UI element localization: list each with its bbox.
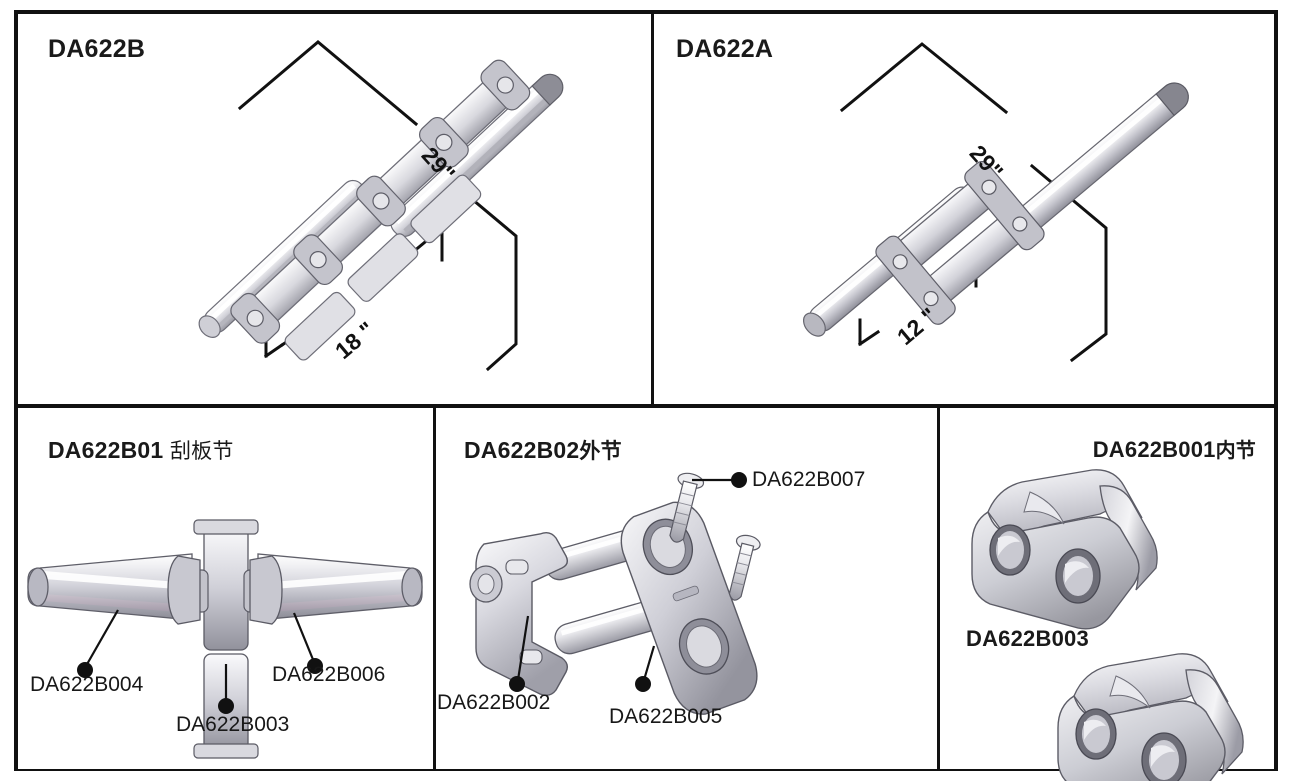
divider-vertical-bottom-right	[937, 406, 940, 769]
panel-bottom-left-title: DA622B01 刮板节	[48, 435, 234, 465]
panel-top-right-title: DA622A	[676, 35, 773, 64]
panel-top-right: DA622A	[654, 14, 1274, 404]
leader-lines	[516, 478, 732, 681]
callout-label-da622b004: DA622B004	[30, 673, 144, 696]
chain-strand	[230, 59, 531, 361]
panel-bottom-right: DA622B001内节 DA622B003	[940, 408, 1274, 781]
panel-top-right-code: DA622A	[676, 35, 774, 63]
panel-bottom-right-second-code: DA622B003	[966, 626, 1089, 651]
outer-link-exploded-icon	[469, 472, 761, 715]
frame-border-right	[1274, 10, 1278, 771]
inner-link-top-body	[971, 469, 1158, 630]
frame-border-bottom	[14, 767, 1278, 771]
callout-label-da622b006: DA622B006	[272, 663, 386, 686]
panel-top-left-title: DA622B	[48, 35, 145, 64]
panel-bottom-left-code: DA622B01	[48, 437, 164, 463]
chain-scraper-assembly-icon: x	[198, 40, 564, 372]
panel-bottom-left: DA622B01 刮板节	[18, 408, 433, 769]
panel-bottom-middle: DA622B02外节	[436, 408, 937, 769]
chain-hub	[875, 161, 1045, 325]
panel-bottom-right-cn: 内节	[1215, 440, 1256, 462]
inner-link-bottom-body	[1057, 653, 1244, 781]
panel-bottom-middle-code: DA622B02	[464, 437, 580, 463]
outer-link-screw-1	[669, 472, 705, 543]
callout-label-da622b003: DA622B003	[176, 713, 290, 736]
panel-bottom-right-second-title: DA622B003	[966, 626, 1089, 652]
panel-bottom-left-cn: 刮板节	[169, 440, 234, 463]
leader-dots	[509, 472, 747, 692]
flight-bar-right-wing	[257, 553, 423, 621]
panel-bottom-right-code: DA622B001	[1092, 437, 1216, 462]
panel-bottom-middle-title: DA622B02外节	[464, 435, 622, 465]
callout-label-da622b007: DA622B007	[752, 468, 866, 491]
scraper-flight-bar-icon	[27, 519, 423, 759]
panel-bottom-right-title: DA622B001内节	[1093, 434, 1256, 463]
frame-border-left	[14, 10, 18, 771]
panel-top-left: DA622B	[18, 14, 651, 404]
chain-shaft-assembly-icon	[802, 42, 1189, 363]
flight-bar-left-wing	[27, 553, 193, 621]
divider-horizontal-main	[14, 404, 1278, 408]
frame-border-top	[14, 10, 1278, 14]
dimension-bracket-29	[237, 40, 518, 372]
divider-vertical-top	[651, 12, 654, 406]
panel-top-left-code: DA622B	[48, 35, 146, 63]
outer-link-screw-2	[728, 534, 761, 601]
inner-link-icon	[971, 469, 1244, 781]
panel-bottom-middle-cn: 外节	[579, 440, 622, 463]
leader-lines	[85, 609, 316, 702]
divider-vertical-bottom-left	[433, 406, 436, 769]
callout-label-da622b002: DA622B002	[437, 691, 551, 714]
leader-dots	[77, 658, 323, 714]
callout-label-da622b005: DA622B005	[609, 705, 723, 728]
